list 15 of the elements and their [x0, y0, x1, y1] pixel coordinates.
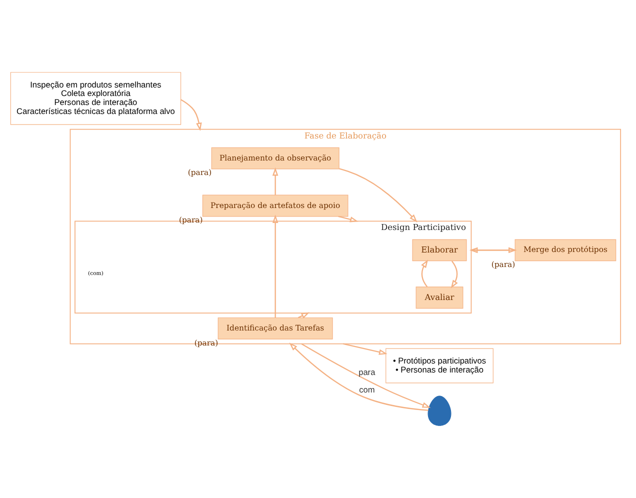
arrow: [272, 214, 278, 318]
node-box: Elaborar: [412, 239, 467, 262]
arrow: [338, 216, 358, 222]
node-box: Inspeção em produtos semelhantes Coleta exploratória Personas de interação Características técnicas da plataforma alvo: [10, 72, 182, 125]
arrow: [339, 168, 418, 222]
arrow: [180, 99, 202, 132]
arrow: [272, 167, 278, 195]
node-box: • Protótipos participativos • Personas de interação: [386, 348, 494, 384]
edge-label: para: [358, 366, 376, 377]
arrow: [421, 260, 428, 288]
arrow: [450, 260, 458, 288]
edge-label: com: [359, 384, 375, 395]
node-box: Avaliar: [416, 286, 464, 309]
arrow: [343, 343, 388, 355]
node-person: [428, 396, 452, 426]
